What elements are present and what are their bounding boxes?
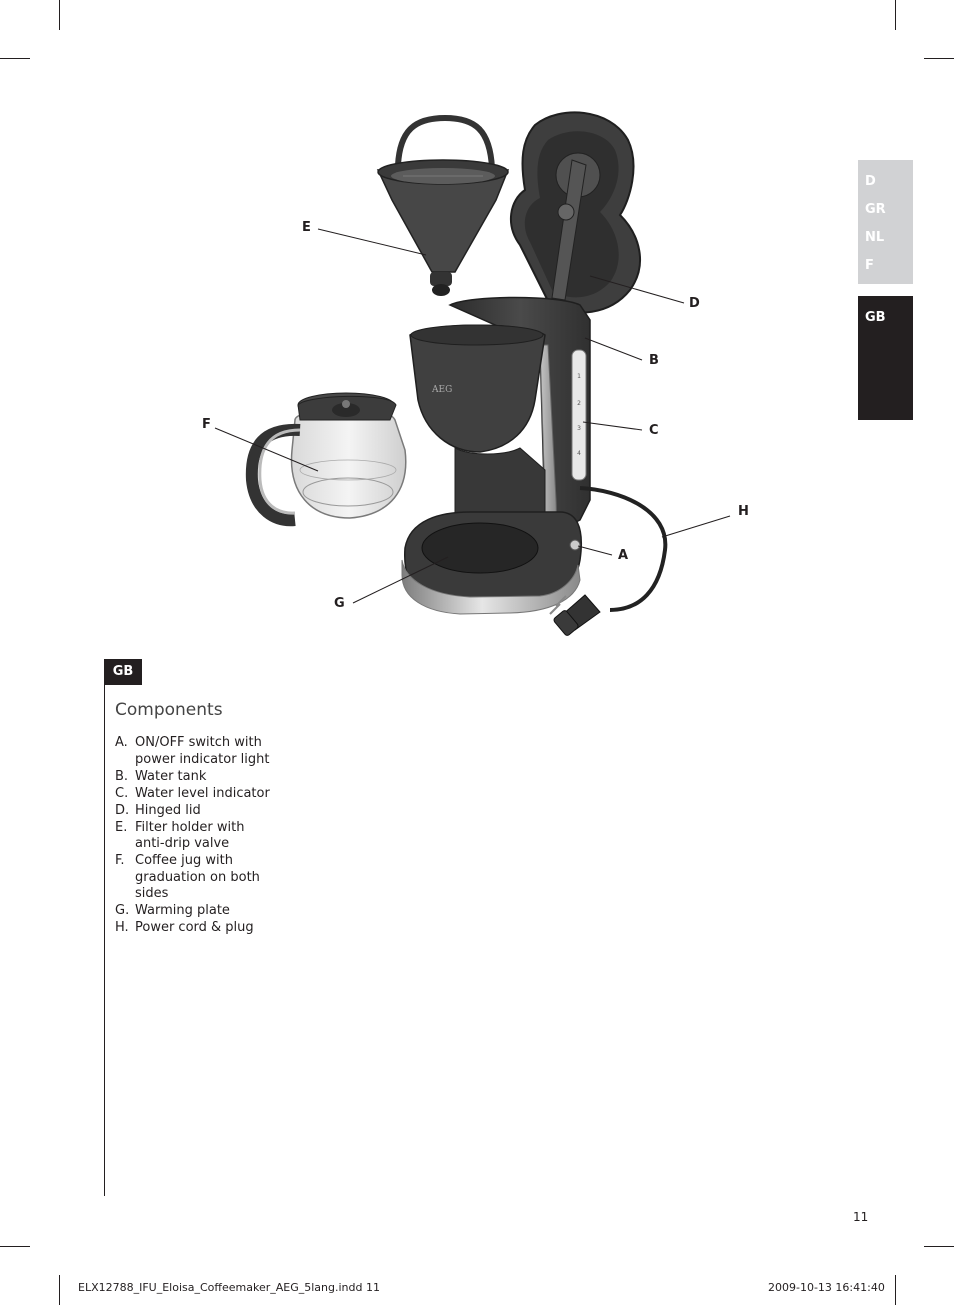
svg-text:3: 3 [577, 425, 581, 432]
svg-text:2: 2 [577, 400, 581, 407]
callout-a: A [618, 548, 629, 563]
list-item-text: Hinged lid [135, 802, 201, 818]
list-item: H. Power cord & plug [115, 920, 275, 937]
coffee-jug [245, 392, 407, 527]
brand-mark: AEG [431, 385, 452, 395]
list-item: D. Hinged lid [115, 803, 275, 820]
power-cord [549, 486, 668, 636]
list-item: G. Warming plate [115, 903, 275, 920]
list-item-text: ON/OFF switch with power indicator light [135, 735, 270, 767]
list-item-letter: D. [115, 802, 130, 818]
list-item-letter: C. [115, 785, 129, 801]
crop-mark [895, 0, 896, 30]
section-title: Components [115, 700, 223, 720]
list-item-text: Power cord & plug [135, 920, 254, 935]
callout-c: C [649, 423, 659, 438]
callout-e: E [302, 220, 311, 235]
component-list: A. ON/OFF switch with power indicator lig… [115, 735, 275, 937]
list-item: C. Water level indicator [115, 786, 275, 803]
list-item: A. ON/OFF switch with power indicator lig… [115, 735, 275, 768]
page-number: 11 [853, 1210, 869, 1224]
filter-holder [376, 114, 510, 296]
coffeemaker-body: 1 2 3 4 AEG [401, 296, 591, 615]
crop-mark [924, 1246, 954, 1247]
language-tab-active: GB [858, 296, 913, 420]
leader-lines [214, 228, 731, 604]
footer-filename: ELX12788_IFU_Eloisa_Coffeemaker_AEG_5lan… [78, 1281, 380, 1294]
list-item-letter: A. [115, 735, 128, 750]
list-item-letter: G. [115, 903, 130, 918]
lang-tab-gr: GR [865, 202, 886, 217]
crop-mark [924, 58, 954, 59]
crop-mark [0, 1246, 30, 1247]
footer-timestamp: 2009-10-13 16:41:40 [768, 1281, 885, 1294]
section-rule [104, 685, 105, 1196]
callout-h: H [738, 504, 749, 519]
callout-g: G [334, 596, 345, 611]
language-tabs-inactive: D GR NL F [858, 160, 913, 284]
lang-tab-d: D [865, 174, 876, 189]
callout-f: F [202, 417, 211, 432]
list-item-text: Coffee jug with graduation on both sides [135, 853, 260, 901]
list-item-text: Filter holder with anti-drip valve [135, 819, 245, 852]
hinged-lid [509, 111, 642, 314]
section-language-badge: GB [104, 659, 142, 685]
list-item: B. Water tank [115, 769, 275, 786]
list-item: F. Coffee jug with graduation on both sid… [115, 853, 275, 903]
callout-b: B [649, 353, 659, 368]
crop-mark [59, 1275, 60, 1305]
coffeemaker-diagram: 1 2 3 4 AEG [214, 111, 731, 636]
list-item-text: Water tank [135, 768, 207, 784]
crop-mark [895, 1275, 896, 1305]
lang-tab-nl: NL [865, 230, 885, 245]
svg-text:1: 1 [577, 373, 581, 380]
lang-tab-f: F [865, 258, 874, 273]
list-item-text: Warming plate [135, 903, 230, 918]
list-item: E. Filter holder with anti-drip valve [115, 820, 275, 853]
crop-mark [0, 58, 30, 59]
svg-text:4: 4 [577, 450, 581, 457]
list-item-text: Water level indicator [135, 785, 270, 801]
crop-mark [59, 0, 60, 30]
lang-tab-gb: GB [865, 310, 886, 325]
callout-d: D [689, 296, 700, 311]
list-item-letter: H. [115, 920, 129, 935]
list-item-letter: B. [115, 768, 129, 784]
list-item-letter: E. [115, 819, 128, 835]
list-item-letter: F. [115, 853, 125, 868]
